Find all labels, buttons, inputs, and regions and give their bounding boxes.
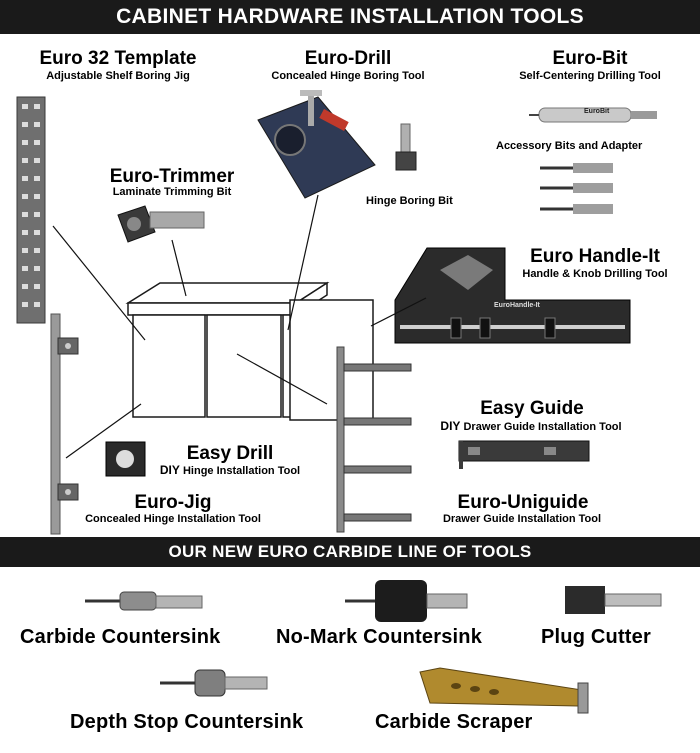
easy-guide-subtitle: Drawer Guide Installation Tool (463, 421, 622, 433)
depth-stop-countersink-label: Depth Stop Countersink (70, 711, 304, 733)
easy-guide-diy-tag: DIY (440, 419, 461, 433)
handle-it-subtitle: Handle & Knob Drilling Tool (522, 268, 668, 280)
euro32-title: Euro 32 Template (39, 48, 197, 69)
plug-cutter-label: Plug Cutter (541, 626, 651, 648)
easy-drill-subtitle-line: DIY Hinge Installation Tool (155, 463, 305, 477)
uniguide-title: Euro-Uniguide (457, 492, 589, 513)
handle-it-brand-mark: EuroHandle-It (494, 302, 540, 309)
easy-drill-title: Easy Drill (186, 443, 274, 464)
pointer-lines (52, 194, 427, 459)
depth-stop-countersink-image (160, 669, 268, 697)
euro-bit-image (529, 107, 657, 123)
euro-bit-title: Euro-Bit (552, 48, 628, 69)
euro-bit-brand-mark: EuroBit (584, 108, 610, 115)
top-banner: CABINET HARDWARE INSTALLATION TOOLS (0, 0, 700, 34)
euro-jig-subtitle: Concealed Hinge Installation Tool (85, 513, 261, 525)
euro-trimmer-title: Euro-Trimmer (109, 166, 235, 187)
carbide-countersink-image (85, 591, 203, 611)
easy-guide-title: Easy Guide (480, 398, 584, 419)
easy-guide-subtitle-line: DIY Drawer Guide Installation Tool (436, 419, 626, 433)
euro-bit-subtitle: Self-Centering Drilling Tool (519, 70, 661, 82)
easy-drill-image (105, 441, 146, 477)
hinge-boring-bit-label: Hinge Boring Bit (366, 195, 453, 207)
easy-drill-diy-tag: DIY (159, 463, 180, 477)
carbide-scraper-label: Carbide Scraper (375, 711, 533, 733)
carbide-line-banner: OUR NEW EURO CARBIDE LINE OF TOOLS (0, 537, 700, 567)
carbide-scraper-image (419, 667, 589, 714)
easy-drill-subtitle: Hinge Installation Tool (182, 465, 301, 477)
accessory-bits-image (540, 163, 613, 214)
euro-uniguide-image (336, 346, 412, 533)
carbide-countersink-label: Carbide Countersink (20, 626, 221, 648)
euro-trimmer-subtitle: Laminate Trimming Bit (112, 186, 232, 198)
easy-guide-image (458, 440, 590, 469)
plug-cutter-image (565, 586, 662, 614)
cabinet-illustration (125, 281, 374, 421)
euro-jig-title: Euro-Jig (134, 492, 212, 513)
euro32-subtitle: Adjustable Shelf Boring Jig (46, 70, 190, 82)
euro32-template-image (16, 96, 46, 324)
euro-trimmer-image (117, 205, 205, 243)
hinge-boring-bit-image (395, 123, 417, 171)
euro-drill-subtitle: Concealed Hinge Boring Tool (271, 70, 425, 82)
handle-it-title: Euro Handle-It (530, 246, 660, 267)
no-mark-countersink-label: No-Mark Countersink (276, 626, 483, 648)
uniguide-subtitle: Drawer Guide Installation Tool (442, 513, 602, 525)
euro-drill-image (257, 90, 376, 199)
euro-jig-image (50, 313, 79, 535)
accessory-bits-label: Accessory Bits and Adapter (496, 140, 643, 152)
euro-drill-title: Euro-Drill (304, 48, 392, 69)
euro-handle-it-image (394, 247, 631, 344)
no-mark-countersink-image (345, 580, 468, 622)
